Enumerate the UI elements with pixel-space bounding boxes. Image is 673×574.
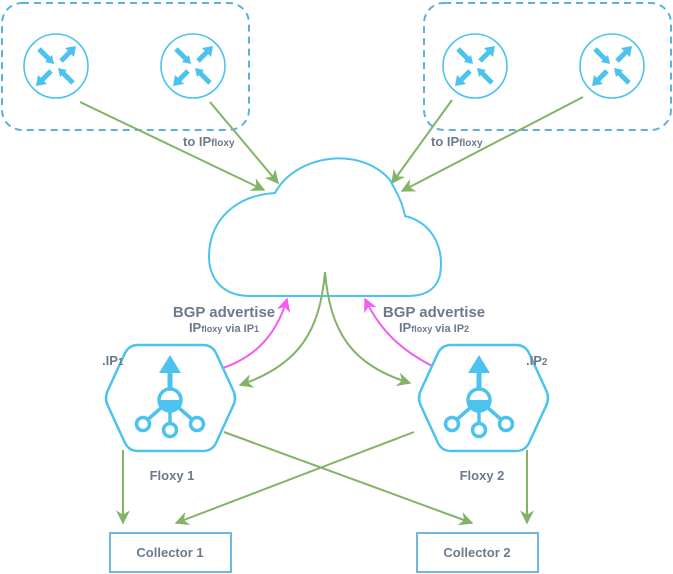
floxy-2-label: Floxy 2	[460, 468, 505, 483]
edge-label-left: to IPfloxy	[183, 134, 235, 149]
edge-floxy1-collector2	[223, 431, 474, 526]
router-3-icon[interactable]	[443, 34, 507, 98]
edge-router1-cloud	[79, 101, 266, 191]
bgp-label-left-line2: IPfloxy via IP1	[189, 320, 259, 335]
edge-router3-cloud	[391, 99, 453, 185]
collector-2-box[interactable]	[416, 532, 539, 573]
edge-floxy2-collector1	[174, 431, 415, 526]
edge-cloud-floxy2	[324, 271, 412, 387]
collector-1-box[interactable]	[109, 532, 232, 573]
bgp-label-right-line2: IPfloxy via IP2	[399, 320, 469, 335]
bgp-label-right-line1: BGP advertise	[383, 304, 485, 321]
floxy-2-ip: .IP2	[526, 353, 548, 368]
edge-router2-cloud	[209, 101, 279, 185]
router-2-icon[interactable]	[161, 34, 225, 98]
collector-2-label: Collector 2	[443, 545, 510, 560]
bgp-arrow-left	[216, 297, 291, 371]
cloud-icon[interactable]	[208, 157, 442, 297]
floxy-1-ip: .IP1	[102, 353, 124, 368]
bgp-label-left-line1: BGP advertise	[173, 304, 275, 321]
edge-cloud-floxy1	[238, 271, 326, 388]
edge-label-right: to IPfloxy	[431, 134, 483, 149]
floxy-1-label: Floxy 1	[150, 468, 195, 483]
collector-1-label: Collector 1	[136, 545, 203, 560]
bgp-arrow-right	[364, 297, 437, 369]
edge-router4-cloud	[400, 96, 584, 192]
router-group-right	[423, 2, 672, 131]
router-4-icon[interactable]	[580, 34, 644, 98]
router-1-icon[interactable]	[24, 34, 88, 98]
router-group-left	[1, 2, 250, 131]
